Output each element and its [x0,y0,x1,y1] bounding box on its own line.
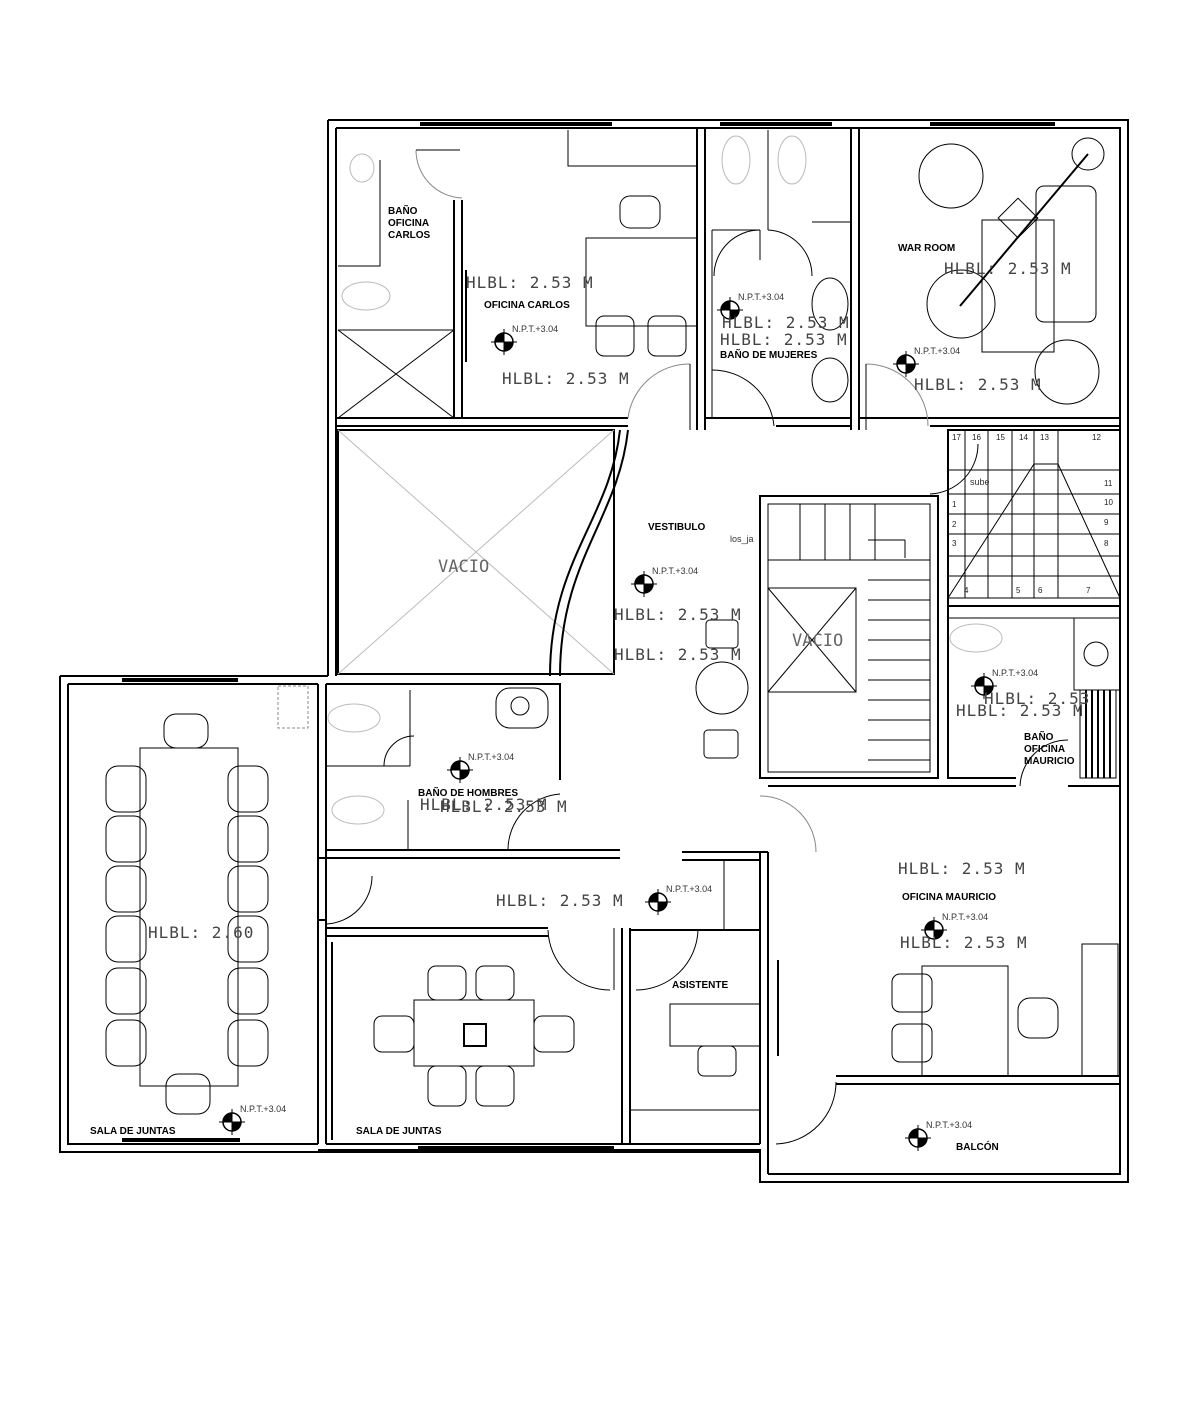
label-vacio-left: VACIO [438,557,489,577]
step-16: 16 [972,433,981,442]
label-bano-mujeres: BAÑO DE MUJERES [720,348,818,361]
npt-labels: N.P.T.+3.04 N.P.T.+3.04 N.P.T.+3.04 N.P.… [240,292,1038,1130]
label-bano-hombres: BAÑO DE HOMBRES [418,786,518,799]
hlbl-vestibulo-2: HLBL: 2.53 M [614,645,742,664]
hlbl-bano-mujeres-1: HLBL: 2.53 M [722,313,850,332]
label-oficina-mauricio: OFICINA MAURICIO [902,892,996,903]
stair-treads [768,504,930,761]
hlbl-bano-hombres-1: HLBL: 2.53 M [420,795,548,814]
level-marker-icon [219,1109,245,1135]
hlbl-oficina-mauricio-1: HLBL: 2.53 M [898,859,1026,878]
room-labels: BAÑO OFICINA CARLOS OFICINA CARLOS BAÑO … [90,204,1075,1153]
step-4: 4 [964,586,969,595]
level-marker-icon [971,673,997,699]
step-13: 13 [1040,433,1049,442]
hlbl-pasillo: HLBL: 2.53 M [496,891,624,910]
level-marker-icon [645,889,671,915]
stair-numbers: 1 2 3 4 5 6 7 8 9 10 11 12 13 14 15 16 1… [952,433,1113,595]
step-2: 2 [952,520,957,529]
label-bano-mauricio-2: OFICINA [1024,744,1065,755]
step-15: 15 [996,433,1005,442]
step-6: 6 [1038,586,1043,595]
npt-balcon: N.P.T.+3.04 [926,1120,972,1130]
hlbl-sala-juntas-left: HLBL: 2.60 [148,923,254,942]
label-bano-carlos-3: CARLOS [388,230,431,241]
step-5: 5 [1016,586,1021,595]
label-sala-juntas-center: SALA DE JUNTAS [356,1126,442,1137]
level-markers [219,297,997,1151]
step-12: 12 [1092,433,1101,442]
label-asistente: ASISTENTE [672,980,728,991]
label-los-ja: los_ja [730,534,754,544]
hlbl-oficina-carlos-top: HLBL: 2.53 M [466,273,594,292]
npt-bano-hombres: N.P.T.+3.04 [468,752,514,762]
hlbl-bano-hombres-2: HLBL: 2.53 M [440,797,568,816]
npt-sala-juntas: N.P.T.+3.04 [240,1104,286,1114]
windows [122,122,1055,1150]
step-1: 1 [952,500,957,509]
label-vestibulo: VESTIBULO [648,522,705,533]
label-sube: sube [970,477,990,487]
step-10: 10 [1104,498,1113,507]
left-chairs [105,713,269,1115]
label-bano-mauricio-1: BAÑO [1024,730,1054,743]
label-war-room: WAR ROOM [898,243,955,254]
label-vacio-stair: VACIO [792,631,843,651]
label-bano-carlos-1: BAÑO [388,204,418,217]
label-balcon: BALCÓN [956,1140,999,1153]
label-oficina-carlos: OFICINA CARLOS [484,300,570,311]
npt-pasillo: N.P.T.+3.04 [666,884,712,894]
step-17: 17 [952,433,961,442]
escalera-treads [947,430,1121,599]
npt-bano-mujeres: N.P.T.+3.04 [738,292,784,302]
label-sala-juntas-left: SALA DE JUNTAS [90,1126,176,1137]
hlbl-oficina-carlos-bottom: HLBL: 2.53 M [502,369,630,388]
step-3: 3 [952,539,957,548]
hlbl-bano-mauricio-2: HLBL: 2.53 M [956,701,1084,720]
npt-oficina-carlos: N.P.T.+3.04 [512,324,558,334]
level-marker-icon [717,297,743,323]
npt-bano-mauricio: N.P.T.+3.04 [992,668,1038,678]
outer-walls [59,119,1129,1183]
hlbl-labels: HLBL: 2.53 M HLBL: 2.53 M HLBL: 2.53 M H… [148,259,1090,952]
hlbl-bano-mujeres-2: HLBL: 2.53 M [720,330,848,349]
step-7: 7 [1086,586,1091,595]
doors [325,149,1069,1145]
mauricio-vents [1079,689,1117,779]
label-bano-carlos-2: OFICINA [388,218,429,229]
hlbl-war-room-top: HLBL: 2.53 M [944,259,1072,278]
level-marker-icon [921,917,947,943]
level-marker-icon [905,1125,931,1151]
step-8: 8 [1104,539,1109,548]
furniture [105,135,1109,1115]
step-11: 11 [1104,479,1113,488]
interior-walls [318,128,1121,1174]
npt-oficina-mauricio: N.P.T.+3.04 [942,912,988,922]
hlbl-bano-mauricio-1: HLBL: 2.53 [984,689,1090,708]
step-9: 9 [1104,518,1109,527]
level-marker-icon [631,571,657,597]
label-bano-mauricio-3: MAURICIO [1024,756,1075,767]
hlbl-vestibulo-1: HLBL: 2.53 M [614,605,742,624]
hlbl-oficina-mauricio-2: HLBL: 2.53 M [900,933,1028,952]
level-marker-icon [491,329,517,355]
level-marker-icon [447,757,473,783]
level-marker-icon [893,351,919,377]
npt-war-room: N.P.T.+3.04 [914,346,960,356]
hlbl-war-room-bottom: HLBL: 2.53 M [914,375,1042,394]
npt-vestibulo: N.P.T.+3.04 [652,566,698,576]
step-14: 14 [1019,433,1028,442]
